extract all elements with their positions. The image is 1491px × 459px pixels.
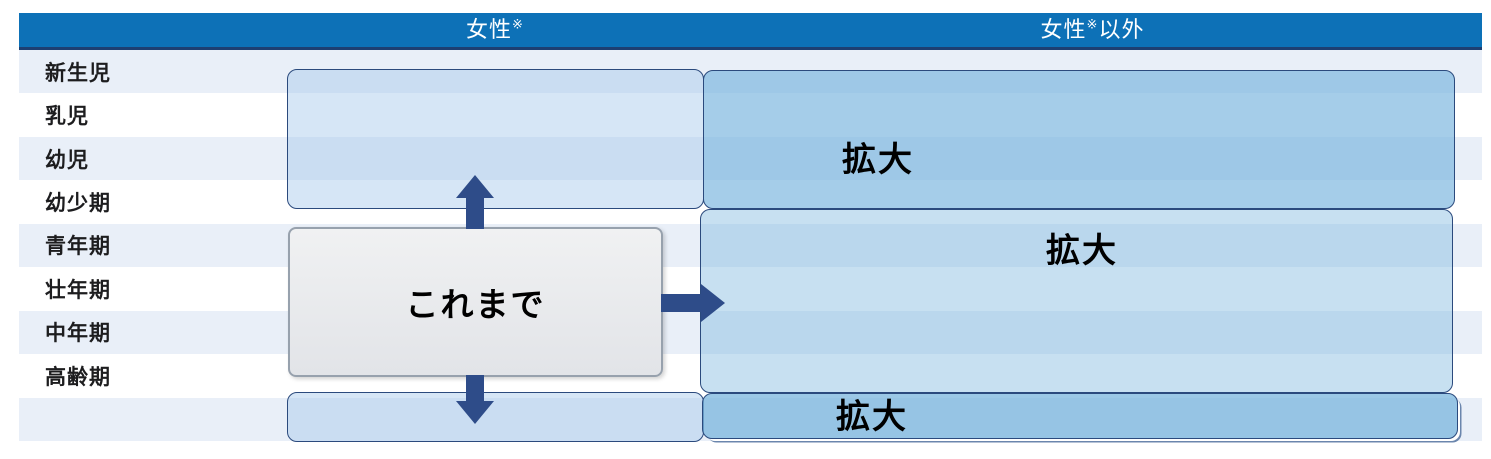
non-female-footnote-mark: ※ <box>1086 16 1099 32</box>
column-header-non-female: 女性※以外 <box>703 13 1482 47</box>
female-footnote-mark: ※ <box>512 16 524 32</box>
row-label-childhood: 幼少期 <box>45 192 111 216</box>
expand-right-arrow <box>661 294 703 312</box>
female-young-coverage-box <box>287 69 704 209</box>
row-label-middle-age: 中年期 <box>45 322 111 346</box>
expand-right-arrow-head-icon <box>701 284 725 322</box>
expand-box-top <box>703 70 1455 209</box>
table-row: 壮年期 <box>19 267 1482 311</box>
table-row: 中年期 <box>19 310 1482 355</box>
female-bottom-coverage-box <box>287 392 704 442</box>
expand-up-arrow-head-icon <box>456 175 494 198</box>
row-label-adolescence: 青年期 <box>45 235 111 259</box>
expand-label-top: 拡大 <box>842 141 914 179</box>
female-label: 女性 <box>466 17 513 42</box>
row-label-prime-age: 壮年期 <box>45 278 111 302</box>
row-label-elderly: 高齢期 <box>45 365 111 389</box>
non-female-suffix: 以外 <box>1098 17 1145 42</box>
expand-label-bottom: 拡大 <box>836 398 908 436</box>
expand-label-middle: 拡大 <box>1046 232 1118 270</box>
row-label-infant: 乳児 <box>45 105 89 129</box>
column-header-female: 女性※ <box>287 13 703 47</box>
non-female-label: 女性 <box>1040 17 1087 42</box>
expand-box-bottom <box>702 393 1458 439</box>
expand-up-arrow <box>466 197 484 229</box>
table-row: 青年期 <box>19 223 1482 268</box>
table-row: 高齢期 <box>19 354 1482 398</box>
row-label-newborn: 新生児 <box>45 61 111 85</box>
expand-down-arrow-head-icon <box>456 401 494 424</box>
row-label-toddler: 幼児 <box>45 148 89 172</box>
expand-box-middle <box>700 209 1453 393</box>
expand-down-arrow <box>466 375 484 402</box>
current-scope-label: これまで <box>405 286 546 323</box>
current-scope-box: これまで <box>288 227 663 377</box>
column-header-bar: 女性※ 女性※以外 <box>19 13 1482 50</box>
